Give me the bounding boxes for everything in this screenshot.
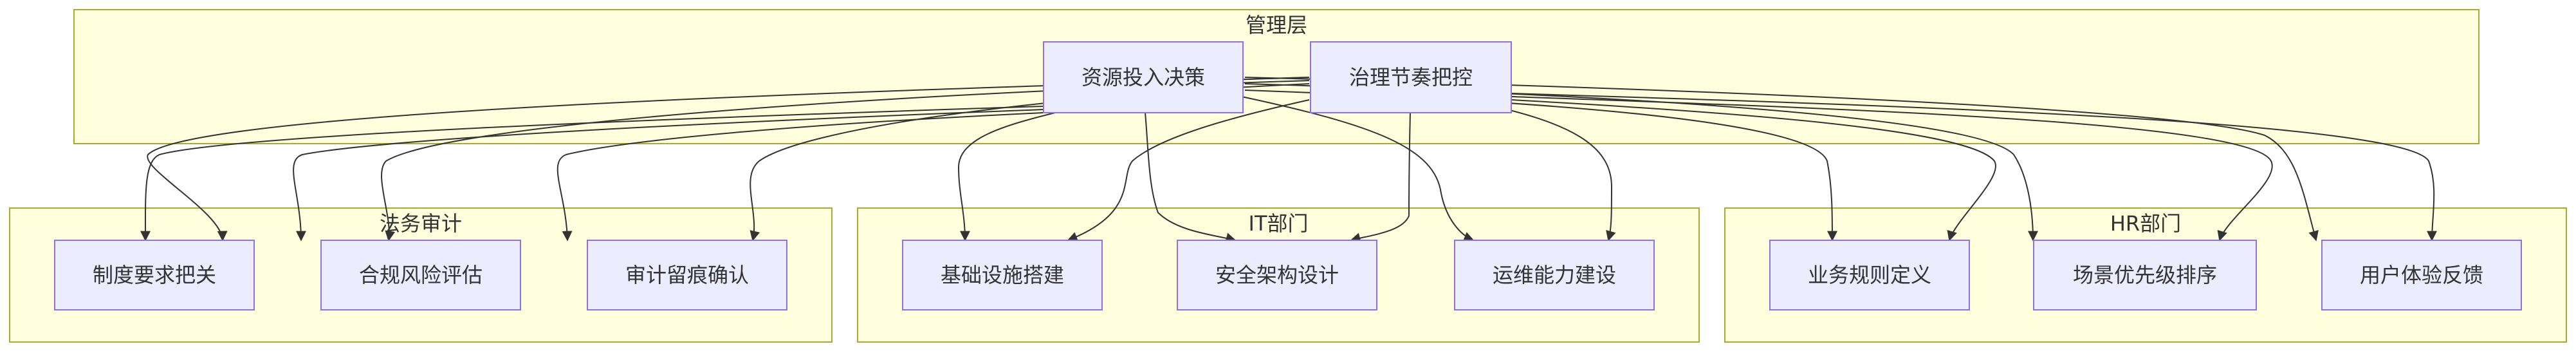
node-infrastructure-build[interactable]: 基础设施搭建 xyxy=(902,240,1103,310)
node-resource-investment-decision[interactable]: 资源投入决策 xyxy=(1043,41,1244,113)
node-audit-trail-confirmation-label: 审计留痕确认 xyxy=(625,263,749,287)
node-scenario-priority-ranking[interactable]: 场景优先级排序 xyxy=(2033,240,2257,310)
node-governance-rhythm-control[interactable]: 治理节奏把控 xyxy=(1310,41,1512,113)
node-business-rule-definition[interactable]: 业务规则定义 xyxy=(1769,240,1970,310)
cluster-management-label: 管理层 xyxy=(1246,13,1307,37)
edge-invest-to-legal-risk xyxy=(293,109,1044,242)
node-governance-rhythm-control-label: 治理节奏把控 xyxy=(1349,65,1473,90)
node-infrastructure-build-label: 基础设施搭建 xyxy=(941,263,1064,287)
edge-govern-to-legal-req xyxy=(147,77,1310,242)
edge-govern-to-it-infra xyxy=(1067,99,1310,242)
node-ops-capability-build[interactable]: 运维能力建设 xyxy=(1454,240,1655,310)
edge-govern-to-hr-rules xyxy=(1511,99,1996,242)
cluster-management: 管理层 xyxy=(73,9,2479,144)
edge-govern-to-it-ops xyxy=(1479,102,1616,242)
node-policy-requirement-check[interactable]: 制度要求把关 xyxy=(54,240,255,310)
node-security-architecture-design-label: 安全架构设计 xyxy=(1215,263,1339,287)
node-security-architecture-design[interactable]: 安全架构设计 xyxy=(1177,240,1377,310)
cluster-legal-audit-label: 法务审计 xyxy=(380,211,462,236)
edge-invest-to-legal-audit xyxy=(557,112,1044,242)
cluster-it-department-label: IT部门 xyxy=(1249,211,1309,236)
edge-invest-to-legal-req xyxy=(140,106,1044,242)
node-compliance-risk-assessment-label: 合规风险评估 xyxy=(359,263,483,287)
node-compliance-risk-assessment[interactable]: 合规风险评估 xyxy=(320,240,521,310)
edge-invest-to-it-security xyxy=(1145,112,1237,243)
edge-invest-to-hr-feedback xyxy=(1244,77,2319,242)
node-user-experience-feedback-label: 用户体验反馈 xyxy=(2360,263,2483,287)
edge-govern-to-hr-feedback xyxy=(1511,93,2438,242)
node-ops-capability-build-label: 运维能力建设 xyxy=(1493,263,1616,287)
cluster-hr-department-label: HR部门 xyxy=(2110,211,2181,236)
node-scenario-priority-ranking-label: 场景优先级排序 xyxy=(2073,263,2217,287)
node-user-experience-feedback[interactable]: 用户体验反馈 xyxy=(2321,240,2522,310)
edge-govern-to-it-security xyxy=(1350,112,1411,243)
node-audit-trail-confirmation[interactable]: 审计留痕确认 xyxy=(587,240,787,310)
node-policy-requirement-check-label: 制度要求把关 xyxy=(93,263,216,287)
edge-invest-to-it-infra xyxy=(957,112,1056,242)
node-business-rule-definition-label: 业务规则定义 xyxy=(1808,263,1931,287)
edge-govern-to-hr-priority xyxy=(1511,96,2273,242)
edge-invest-to-it-ops xyxy=(1241,96,1475,242)
node-resource-investment-decision-label: 资源投入决策 xyxy=(1081,65,1205,90)
